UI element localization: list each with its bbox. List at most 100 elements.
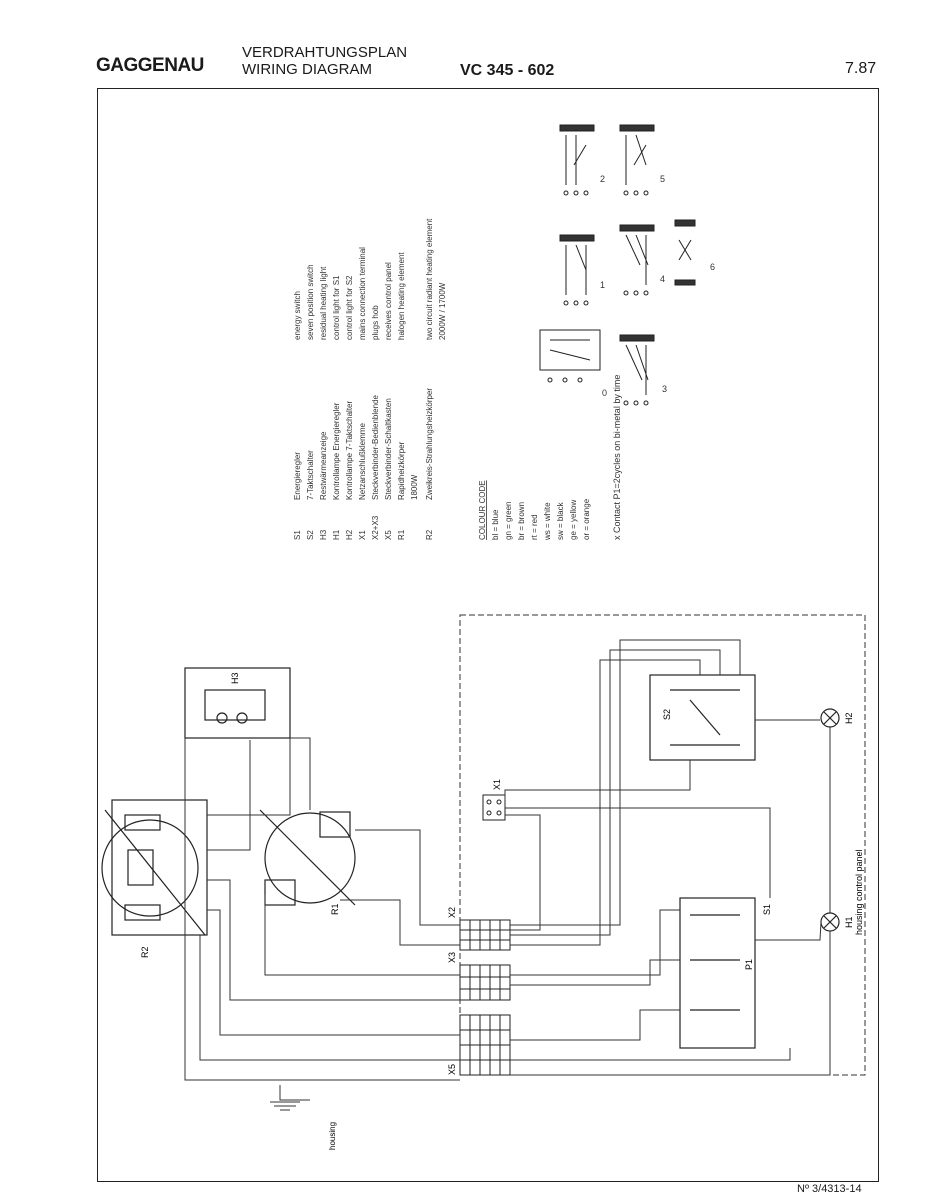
position-label: 2 (600, 174, 605, 184)
svg-text:S2: S2 (306, 530, 315, 540)
housing-label: housing control panel (854, 849, 864, 935)
svg-text:two circuit radiant heating el: two circuit radiant heating element (425, 218, 434, 340)
svg-text:X5: X5 (384, 530, 393, 540)
svg-text:H2: H2 (345, 529, 354, 540)
legend-row: R1 Rapidheizkörper halogen heating eleme… (397, 252, 406, 540)
svg-text:gn = green: gn = green (504, 502, 513, 540)
position-label: 4 (660, 274, 665, 284)
earth-symbol (270, 1101, 300, 1111)
legend-row: X5 Steckverbinder-Schaltkasten receives … (384, 262, 393, 540)
title-german: VERDRAHTUNGSPLAN (242, 44, 408, 61)
svg-text:rt = red: rt = red (530, 514, 539, 540)
diagram-frame (97, 88, 879, 1182)
svg-text:plugs hob: plugs hob (371, 305, 380, 340)
document-number: Nº 3/4313-14 (797, 1183, 862, 1195)
legend-row: H3 Restwärmeanzeige residual heating lig… (319, 266, 328, 540)
svg-text:H1: H1 (332, 529, 341, 540)
switch-position-6 (674, 219, 696, 286)
s2-switch (649, 674, 756, 761)
footnote: x Contact P1=2cycles on bi-metal by time (612, 375, 622, 540)
model-number: VC 345 - 602 (460, 62, 555, 79)
svg-text:R2: R2 (425, 529, 434, 540)
legend-row: S2 7-Taktschalter seven position switch (306, 264, 315, 540)
svg-text:halogen heating element: halogen heating element (397, 252, 406, 340)
title-block: GAGGENAU VERDRAHTUNGSPLAN WIRING DIAGRAM… (0, 0, 925, 88)
switch-position-labels: 2 5 1 4 6 0 3 (600, 174, 715, 398)
component-list: S1 Energieregler energy switch S2 7-Takt… (293, 218, 447, 540)
legend-row: R2 Zweikreis-Strahlungsheizkörper two ci… (425, 218, 434, 540)
position-label: 6 (710, 262, 715, 272)
s1-label: S1 (762, 904, 772, 915)
switch-position-3 (619, 334, 655, 406)
svg-text:Steckverbinder-Schaltkasten: Steckverbinder-Schaltkasten (384, 398, 393, 500)
x5-connector (459, 1014, 511, 1076)
position-label: 5 (660, 174, 665, 184)
control-panel-housing (459, 614, 866, 1076)
h3-label: H3 (230, 672, 240, 684)
legend-row: H2 Kontrollampe 7-Taktschalter control l… (345, 275, 354, 540)
x1-terminal (482, 794, 506, 821)
legend-row: X2+X3 Steckverbinder-Bedienblende plugs … (371, 305, 380, 540)
svg-text:receives control panel: receives control panel (384, 262, 393, 340)
position-label: 3 (662, 384, 667, 394)
svg-text:Kontrollampe Energieregler: Kontrollampe Energieregler (332, 402, 341, 500)
r2-label: R2 (140, 946, 150, 958)
legend-row: H1 Kontrollampe Energieregler control li… (332, 275, 341, 540)
legend-row: X1 Netzanschlußklemme mains connection t… (358, 247, 367, 540)
r2-rating: 2000W / 1700W (438, 282, 447, 340)
s1-switch (679, 897, 756, 1049)
r1-rating: 1800W (410, 474, 419, 500)
position-label: 1 (600, 280, 605, 290)
svg-text:COLOUR CODE: COLOUR CODE (478, 480, 487, 540)
svg-text:br = brown: br = brown (517, 502, 526, 540)
svg-text:Rapidheizkörper: Rapidheizkörper (397, 441, 406, 500)
h1-lamp (820, 912, 840, 932)
svg-text:sw = black: sw = black (556, 501, 565, 540)
switch-position-0 (539, 329, 601, 383)
svg-text:mains connection terminal: mains connection terminal (358, 247, 367, 340)
h3-indicator (184, 667, 291, 739)
svg-text:bl = blue: bl = blue (491, 509, 500, 540)
svg-text:X1: X1 (358, 530, 367, 540)
switch-position-2 (559, 124, 595, 196)
legend-row: S1 Energieregler energy switch (293, 291, 302, 540)
svg-text:Netzanschlußklemme: Netzanschlußklemme (358, 423, 367, 500)
h1-label: H1 (844, 916, 854, 928)
r1-label: R1 (330, 903, 340, 915)
switch-position-4 (619, 224, 655, 296)
r1-heater (259, 809, 356, 906)
svg-text:Zweikreis-Strahlungsheizkörper: Zweikreis-Strahlungsheizkörper (425, 388, 434, 500)
p1-label: P1 (744, 959, 754, 970)
h2-lamp (820, 708, 840, 728)
x1-label: X1 (492, 779, 502, 790)
svg-text:ge = yellow: ge = yellow (569, 500, 578, 540)
legend-block: S1 Energieregler energy switch S2 7-Takt… (293, 218, 622, 541)
svg-text:control light for S2: control light for S2 (345, 275, 354, 340)
svg-text:H3: H3 (319, 529, 328, 540)
revision-date: 7.87 (845, 60, 877, 77)
s2-label: S2 (662, 709, 672, 720)
x2-connector (459, 919, 511, 951)
title-english: WIRING DIAGRAM (242, 61, 372, 78)
switch-position-diagrams (539, 124, 696, 406)
switch-position-1 (559, 234, 595, 306)
svg-text:S1: S1 (293, 530, 302, 540)
svg-text:R1: R1 (397, 529, 406, 540)
r2-heater (101, 799, 208, 936)
svg-text:Restwärmeanzeige: Restwärmeanzeige (319, 431, 328, 500)
svg-text:Energieregler: Energieregler (293, 452, 302, 500)
svg-text:7-Taktschalter: 7-Taktschalter (306, 450, 315, 500)
h2-label: H2 (844, 712, 854, 724)
x2-label: X2 (447, 907, 457, 918)
svg-text:energy switch: energy switch (293, 291, 302, 340)
svg-text:Steckverbinder-Bedienblende: Steckverbinder-Bedienblende (371, 394, 380, 500)
svg-text:X2+X3: X2+X3 (371, 515, 380, 540)
x3-connector (459, 964, 511, 1001)
colour-code: COLOUR CODE bl = blue gn = green br = br… (478, 480, 591, 541)
svg-text:seven position switch: seven position switch (306, 264, 315, 340)
svg-text:or = orange: or = orange (582, 498, 591, 540)
x5-label: X5 (447, 1064, 457, 1075)
svg-text:residual heating light: residual heating light (319, 266, 328, 340)
svg-text:control light for S1: control light for S1 (332, 275, 341, 340)
